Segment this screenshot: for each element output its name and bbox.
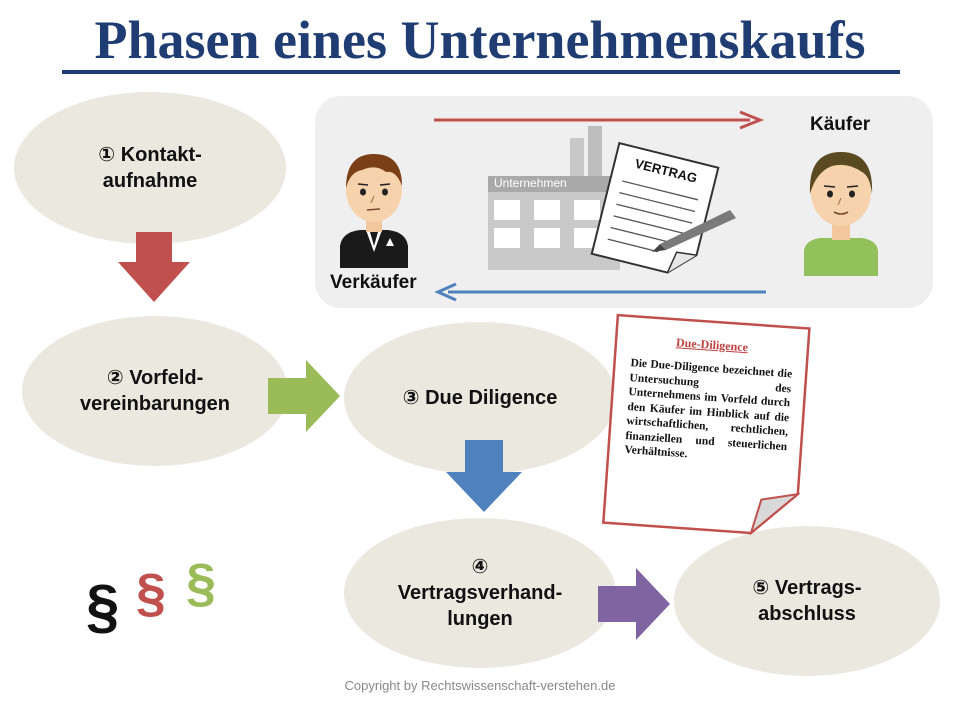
phase-2-line1: ② Vorfeld- <box>106 367 204 389</box>
page-title: Phasen eines Unternehmenskaufs <box>94 10 866 70</box>
arrow-to-buyer-red <box>434 110 765 130</box>
phase-4-line3: lungen <box>447 608 513 630</box>
arrow-down-blue <box>446 440 522 512</box>
phase-1-line2: aufnahme <box>102 170 198 192</box>
note-body: Die Due-Diligence bezeichnet die Untersu… <box>624 357 793 461</box>
paragraph-symbol-green: § <box>186 553 217 613</box>
pen-icon <box>652 210 736 252</box>
seller-label: Verkäufer <box>330 272 417 293</box>
factory-sign: Unternehmen <box>494 176 567 190</box>
phase-1-ellipse: ① Kontakt- aufnahme <box>14 92 286 244</box>
arrow-to-seller-blue <box>434 282 766 302</box>
phase-2-ellipse: ② Vorfeld- vereinbarungen <box>22 316 288 466</box>
phase-4-line2: Vertragsverhand- <box>397 582 563 604</box>
arrow-down-red <box>118 232 190 302</box>
seller-person-icon <box>340 154 408 268</box>
phase-2-line2: vereinbarungen <box>79 393 231 415</box>
buyer-label: Käufer <box>810 114 871 135</box>
copyright-text: Copyright by Rechtswissenschaft-verstehe… <box>344 678 616 693</box>
arrow-right-green <box>268 360 340 432</box>
phase-5-ellipse: ⑤ Vertrags- abschluss <box>674 526 940 676</box>
due-diligence-note: Due-Diligence Die Due-Diligence bezeichn… <box>601 313 811 538</box>
paragraph-symbol-red: § <box>136 563 167 623</box>
buyer-person-icon <box>804 152 878 276</box>
title-underline <box>62 70 900 74</box>
arrow-right-purple <box>598 568 670 640</box>
phase-5-line1: ⑤ Vertrags- <box>752 577 862 599</box>
phase-5-line2: abschluss <box>758 603 856 625</box>
phase-1-line1: ① Kontakt- <box>98 144 202 166</box>
phase-4-ellipse: ④ Vertragsverhand- lungen <box>344 518 616 668</box>
paragraph-symbol-black: § <box>86 573 120 640</box>
phase-4-line1: ④ <box>471 556 489 578</box>
phase-3-line1: ③ Due Diligence <box>402 387 558 409</box>
